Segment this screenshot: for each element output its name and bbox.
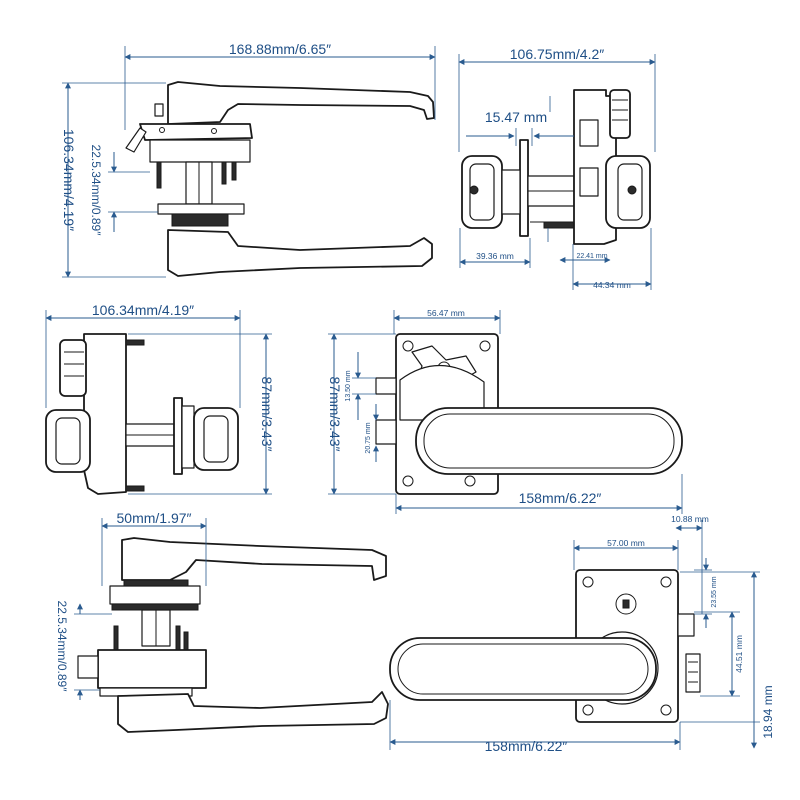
dim-label-knob: 39.36 mm: [476, 251, 514, 261]
dim-label-height: 87mm/3.43″: [259, 377, 275, 452]
main-handle: [415, 407, 683, 475]
keyhole-icon: [615, 593, 637, 615]
view-mid-right: 56.47 mm 87mm/3.43″ 13.50 mm 20.75 mm 15…: [327, 308, 683, 514]
dim-label-height: 87mm/3.43″: [327, 377, 343, 452]
dim-label-plate: 56.47 mm: [427, 308, 465, 318]
base-plate: [139, 123, 253, 141]
dim-label-latch: 20.75 mm: [365, 422, 372, 453]
dim-label-spacing: 23.55 mm: [711, 576, 718, 607]
view-bottom-left: 50mm/1.97″ 22.5.34mm/0.89″: [55, 510, 389, 733]
view-bottom-right: 10.88 mm 57.00 mm 23.55 mm 44.51 mm 18.9…: [389, 514, 775, 754]
dim-label-width: 106.34mm/4.19″: [92, 302, 194, 318]
dim-label-height: 106.34mm/4.19″: [61, 129, 77, 231]
dim-label-width: 168.88mm/6.65″: [229, 41, 331, 57]
view-mid-left: 106.34mm/4.19″ 87mm/3.43″: [45, 302, 275, 495]
lock-body: [83, 333, 127, 495]
dim-label-length: 158mm/6.22″: [485, 738, 568, 754]
dim-label-offset: 22.5.34mm/0.89″: [89, 145, 103, 237]
dim-label-tab: 10.88 mm: [671, 514, 709, 524]
lock-body: [97, 649, 207, 689]
dim-label-width: 50mm/1.97″: [117, 510, 192, 526]
dim-label-thickness: 15.47 mm: [485, 109, 547, 125]
dim-label-gap: 13.50 mm: [345, 370, 352, 401]
upper-lever: [167, 81, 435, 125]
dim-label-overall: 44.34 mm: [593, 280, 631, 290]
dim-label-plate: 57.00 mm: [607, 538, 645, 548]
dim-label-latch: 44.51 mm: [734, 635, 744, 673]
upper-lever: [121, 537, 387, 581]
view-top-right: 106.75mm/4.2″ 15.47 mm 39.36 mm 22.41 mm…: [458, 46, 656, 290]
dim-label-overall: 18.94 mm: [761, 685, 775, 738]
dim-label-body: 22.41 mm: [576, 253, 607, 260]
main-handle: [389, 637, 657, 701]
lower-lever: [117, 691, 389, 733]
view-top-left: 168.88mm/6.65″ 106.34mm/4.19″ 22.5.34mm/…: [61, 41, 436, 278]
lower-lever: [167, 229, 433, 277]
dim-label-length: 158mm/6.22″: [519, 490, 602, 506]
dim-label-offset: 22.5.34mm/0.89″: [55, 601, 69, 693]
dim-label-width: 106.75mm/4.2″: [510, 46, 604, 62]
